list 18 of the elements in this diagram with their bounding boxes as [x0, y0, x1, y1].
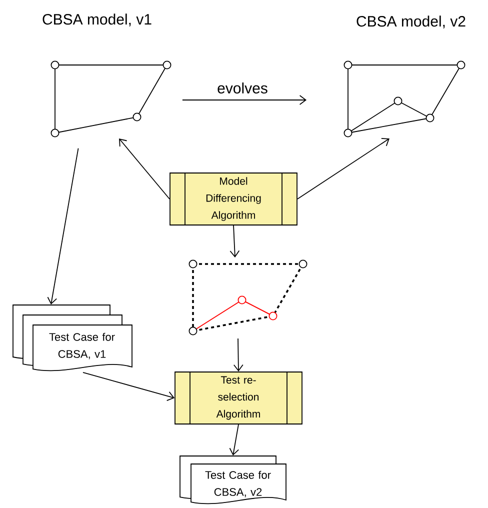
- heading: CBSA model, v1: [42, 14, 152, 26]
- document-stack: Test Case for CBSA, v1: [12, 304, 132, 372]
- arrow: [297, 138, 390, 200]
- heading: CBSA model, v2: [356, 16, 466, 28]
- process-box: Model Differencing Algorithm: [170, 172, 298, 226]
- document-stack: Test Case for CBSA, v2: [180, 456, 286, 504]
- graph-drawing: [188, 260, 308, 336]
- arrow: [82, 372, 175, 401]
- edge-label: evolves: [216, 82, 269, 94]
- arrow: [229, 424, 240, 456]
- arrow: [182, 95, 307, 105]
- arrow: [119, 138, 170, 200]
- arrow: [47, 148, 79, 305]
- arrow: [233, 338, 244, 372]
- graph-drawing: [50, 60, 172, 138]
- graph-drawing: [344, 60, 466, 138]
- arrow: [230, 225, 240, 258]
- process-box: Test re-selection Algorithm: [174, 372, 302, 424]
